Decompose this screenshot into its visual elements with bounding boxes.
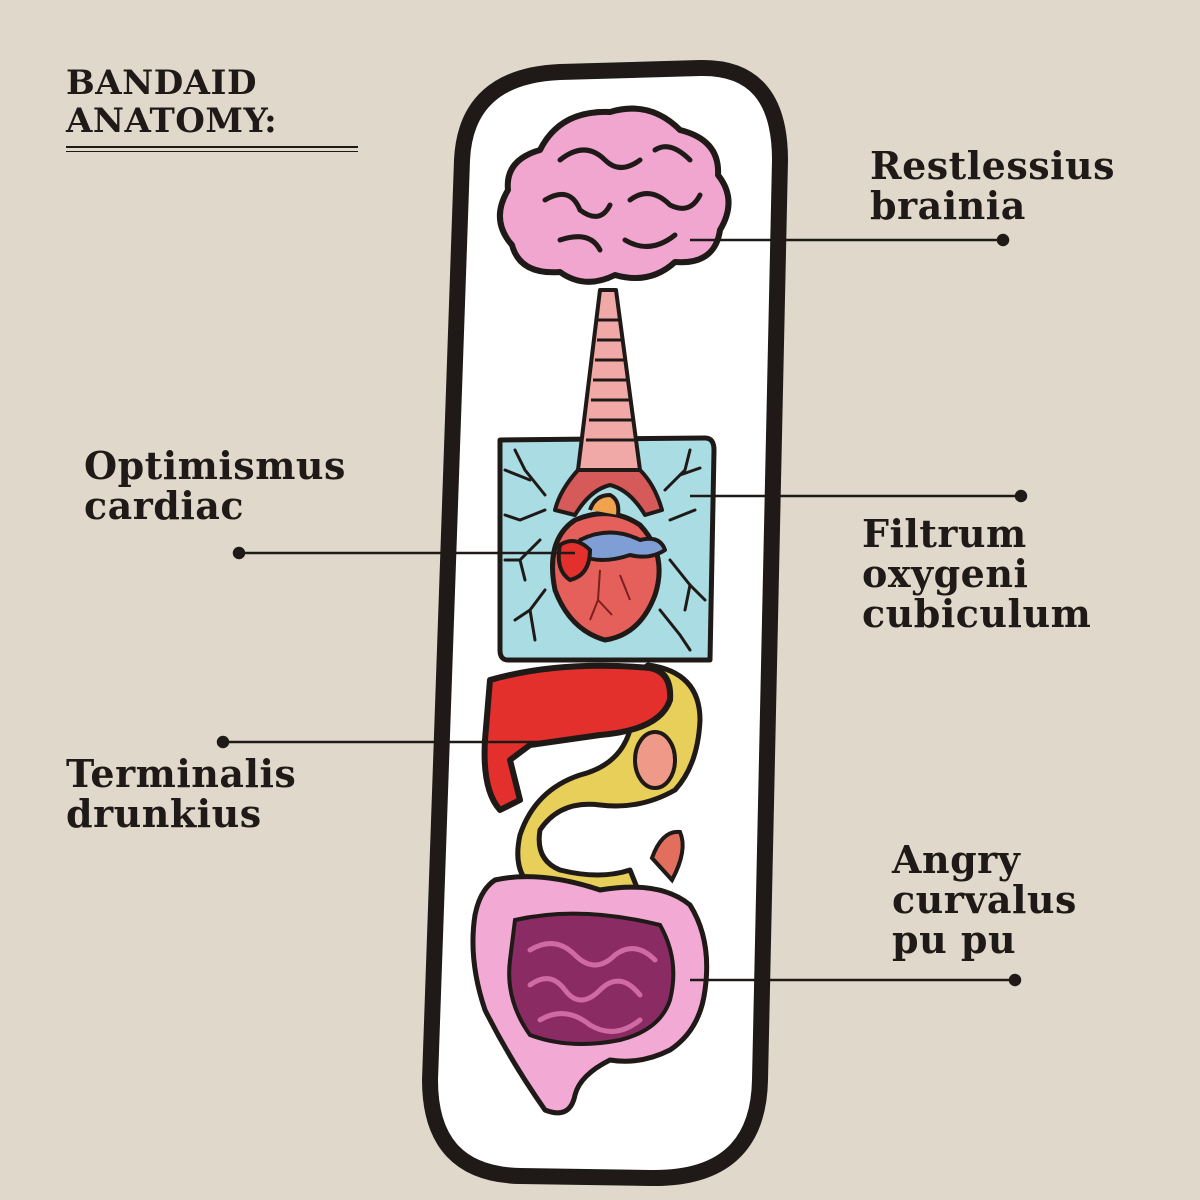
label-intestines: Angry curvalus pu pu bbox=[892, 837, 1077, 962]
leader-dot-liver bbox=[216, 735, 230, 749]
intestines bbox=[470, 874, 710, 1116]
brain bbox=[497, 105, 732, 285]
label-brain: Restlessius brainia bbox=[870, 143, 1116, 228]
leader-dot-lungs bbox=[1014, 489, 1028, 503]
trachea bbox=[553, 288, 664, 517]
label-heart: Optimismus cardiac bbox=[84, 443, 346, 528]
title-underline-thin bbox=[66, 151, 358, 152]
title-line-2: ANATOMY: bbox=[66, 101, 278, 141]
title-line-1: BANDAID bbox=[66, 63, 257, 103]
leader-dot-intestines bbox=[1008, 973, 1022, 987]
label-lungs: Filtrum oxygeni cubiculum bbox=[862, 511, 1092, 636]
label-liver: Terminalis drunkius bbox=[66, 751, 297, 836]
leader-dot-heart bbox=[232, 546, 246, 560]
leader-lines bbox=[216, 233, 1028, 987]
stomach bbox=[515, 662, 703, 903]
diagram-title: BANDAID ANATOMY: bbox=[66, 64, 277, 140]
heart bbox=[550, 492, 667, 643]
leader-dot-brain bbox=[996, 233, 1010, 247]
liver bbox=[481, 662, 674, 813]
title-underline bbox=[66, 146, 358, 148]
